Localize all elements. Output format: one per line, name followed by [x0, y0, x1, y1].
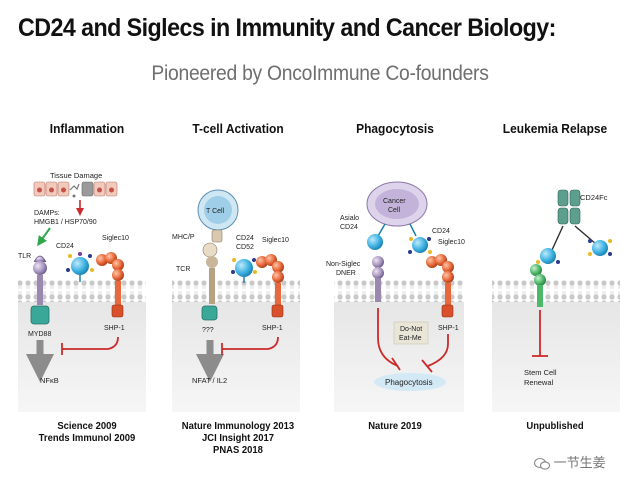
- cd24-label-tcell: CD24: [236, 235, 254, 242]
- cancer-cell-label-line2: Cell: [388, 207, 401, 214]
- tcell-label: T Cell: [206, 208, 225, 215]
- cd24fc-fusion-protein-icon: [536, 189, 612, 264]
- wechat-icon: [533, 458, 551, 470]
- mhc-tcr-complex-icon: [201, 229, 223, 321]
- damps-activation-arrow: [37, 227, 51, 247]
- reference-item: Trends Immunol 2009: [38, 432, 136, 444]
- cd24-label-inflammation: CD24: [56, 243, 74, 250]
- references-inflammation: Science 2009 Trends Immunol 2009: [20, 420, 155, 444]
- panel-heading-phagocytosis: Phagocytosis: [356, 121, 434, 136]
- siglec10-receptor-phagocytosis-icon: [426, 254, 454, 318]
- cd52-label: CD52: [236, 244, 254, 251]
- tissue-damage-cells-icon: [33, 181, 118, 198]
- tcell-icon: [197, 189, 239, 231]
- do-not-eat-me-line1: Do-Not: [400, 326, 422, 333]
- tcr-label: TCR: [176, 266, 190, 273]
- reference-item: Unpublished: [526, 420, 584, 432]
- phagocytosis-output-label: Phagocytosis: [385, 378, 433, 387]
- panel-heading-inflammation: Inflammation: [49, 121, 125, 136]
- cancer-cell-icon: [366, 181, 428, 227]
- nfkb-label: NFκB: [40, 376, 59, 385]
- diagram-title: CD24 and Siglecs in Immunity and Cancer …: [18, 14, 556, 42]
- shp1-inhibition-line: [62, 336, 119, 350]
- references-phagocytosis: Nature 2019: [328, 420, 463, 432]
- cd24-label-phagocytosis: CD24: [432, 228, 450, 235]
- nfat-il2-label: NFAT / IL2: [192, 376, 227, 385]
- reference-item: Science 2009: [57, 420, 117, 432]
- shp1-label-tcell: SHP-1: [262, 325, 283, 332]
- siglec-inhibition-line: [427, 334, 449, 367]
- non-siglec-label-line1: Non-Siglec: [326, 261, 361, 268]
- tissue-damage-label: Tissue Damage: [50, 171, 102, 180]
- wechat-watermark: 一节生姜: [533, 452, 606, 471]
- asialo-cd24-label-line1: Asialo: [340, 215, 359, 222]
- damps-label-line1: DAMPs:: [34, 210, 60, 217]
- siglec10-label-phagocytosis: Siglec10: [438, 239, 465, 246]
- panel-heading-leukemia: Leukemia Relapse: [502, 121, 608, 136]
- shp1-tcell-inhibition-line: [222, 336, 279, 350]
- shp1-label-phagocytosis: SHP-1: [438, 325, 459, 332]
- panel-heading-tcell: T-cell Activation: [192, 121, 284, 136]
- references-tcell: Nature Immunology 2013 JCI Insight 2017 …: [171, 420, 306, 456]
- dner-inhibition-line: [377, 308, 399, 367]
- cd24fc-label: CD24Fc: [580, 193, 608, 202]
- siglec10-receptor-tcell-icon: [256, 254, 284, 318]
- myd88-label: MYD88: [28, 331, 51, 338]
- shp1-label-inflammation: SHP-1: [104, 325, 125, 332]
- mhc-label: MHC/P: [172, 234, 195, 241]
- asialo-cd24-label-line2: CD24: [340, 224, 358, 231]
- cd24-glycosylated-icon: [408, 223, 432, 254]
- dner-inhibition-bar: [391, 357, 401, 371]
- tlr-receptor-icon: [33, 255, 47, 305]
- cd24-cd52-molecule-icon: [231, 258, 257, 283]
- tlr-label: TLR: [18, 253, 31, 260]
- siglec10-receptor-icon: [96, 252, 124, 318]
- dner-receptor-icon: [372, 256, 384, 302]
- reference-item: PNAS 2018: [213, 444, 263, 456]
- cancer-cell-label-line1: Cancer: [383, 198, 406, 205]
- phagocytosis-glow: [374, 373, 446, 391]
- reference-item: JCI Insight 2017: [202, 432, 274, 444]
- do-not-eat-me-line2: Eat-Me: [399, 335, 422, 342]
- membrane-tcell: [172, 280, 300, 412]
- diagram-subtitle: Pioneered by OncoImmune Co-founders: [151, 62, 489, 85]
- damps-label-line2: HMGB1 / HSP70/90: [34, 219, 97, 226]
- membrane-leukemia: [492, 280, 620, 412]
- unknown-signal-label: ???: [202, 327, 214, 334]
- reference-item: Nature Immunology 2013: [181, 420, 295, 432]
- stem-cell-label-line2: Renewal: [524, 378, 554, 387]
- cd24-molecule-icon: [66, 252, 94, 282]
- stem-cell-label-line1: Stem Cell: [524, 368, 557, 377]
- do-not-eat-me-box: [393, 321, 429, 345]
- reference-item: Nature 2019: [368, 420, 422, 432]
- non-siglec-label-line2: DNER: [336, 270, 356, 277]
- siglec10-label-tcell: Siglec10: [262, 237, 289, 244]
- siglec-inhibition-bar: [421, 359, 433, 373]
- references-leukemia: Unpublished: [488, 420, 623, 432]
- myd88-icon: [30, 305, 50, 325]
- stem-cell-siglec-receptor-icon: [530, 264, 546, 307]
- watermark-text: 一节生姜: [553, 455, 606, 470]
- siglec10-label-inflammation: Siglec10: [102, 235, 129, 242]
- asialo-cd24-icon: [367, 223, 386, 250]
- membrane-phagocytosis: [334, 280, 464, 412]
